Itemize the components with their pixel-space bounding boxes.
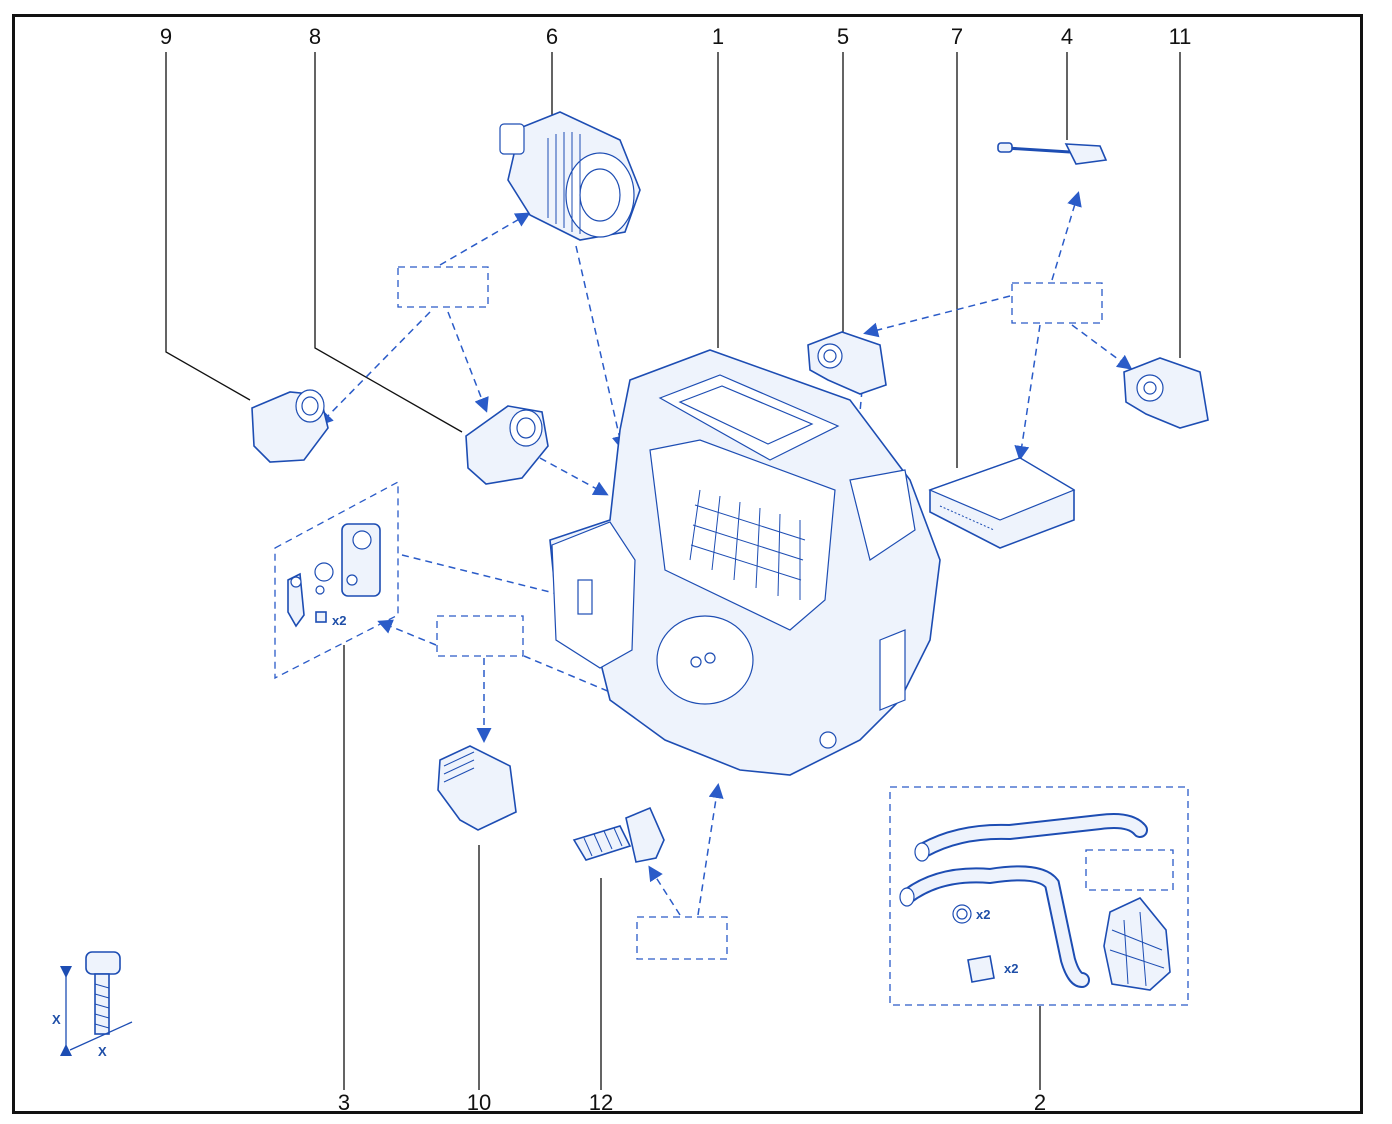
expansion-valve-kit-part-3: x2 [287, 523, 381, 628]
callout-12: 12 [589, 1090, 613, 1115]
actuator-part-11 [1123, 357, 1209, 429]
valve-screw-qty: x2 [332, 613, 346, 628]
callout-9: 9 [160, 24, 172, 49]
sensor-part-4 [997, 142, 1108, 165]
sensor-part-12 [572, 806, 665, 863]
blower-motor-part-6 [499, 111, 641, 241]
callout-5: 5 [837, 24, 849, 49]
leader-lines [165, 52, 1181, 1090]
hose-clip-qty: x2 [1004, 961, 1018, 976]
callout-3: 3 [338, 1090, 350, 1115]
diagram-frame [12, 14, 1363, 1114]
callout-2: 2 [1034, 1090, 1046, 1115]
callout-1: 1 [712, 24, 724, 49]
callout-6: 6 [546, 24, 558, 49]
callout-11: 11 [1169, 24, 1192, 49]
heater-hose-kit-part-2: x2 x2 [899, 813, 1171, 991]
x-label-horizontal: X [98, 1044, 107, 1059]
callout-7: 7 [951, 24, 963, 49]
x-label-vertical: X [52, 1012, 61, 1027]
actuator-part-8 [465, 405, 549, 485]
blower-resistor-part-10 [437, 745, 517, 831]
reference-boxes [274, 266, 1189, 1006]
hvac-housing-part-1 [549, 349, 941, 776]
bolt-dimension-symbol: X X [52, 951, 133, 1059]
actuator-part-9 [251, 389, 329, 463]
hose-seal-qty: x2 [976, 907, 990, 922]
callout-4: 4 [1061, 24, 1073, 49]
control-module-part-7 [928, 457, 1076, 549]
callout-10: 10 [467, 1090, 491, 1115]
callout-8: 8 [309, 24, 321, 49]
actuator-part-5 [807, 331, 887, 395]
